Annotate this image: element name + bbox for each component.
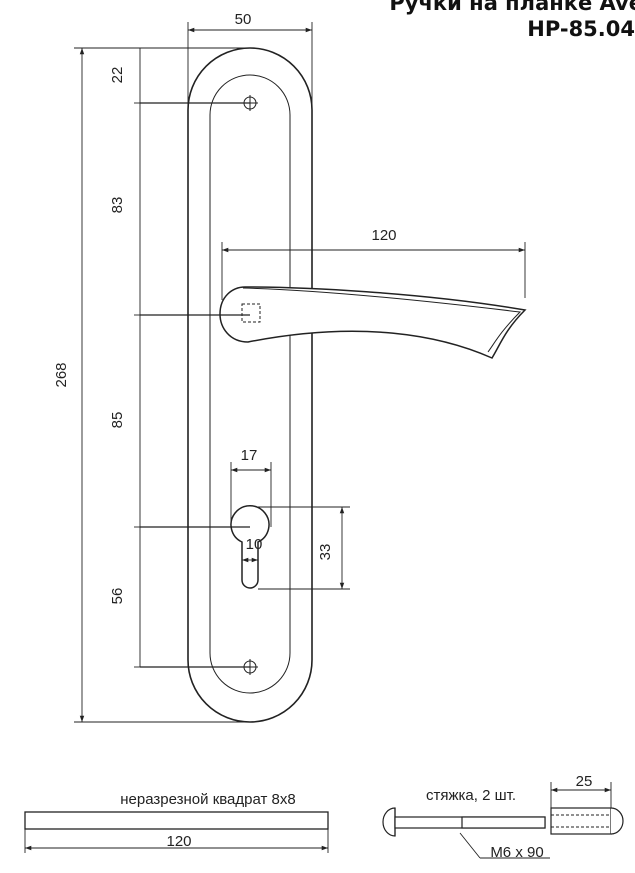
title-line-1: Ручки на планке Ave bbox=[389, 0, 635, 15]
dim-top-to-hole: 22 bbox=[109, 67, 126, 84]
title-line-2: HP-85.04 bbox=[527, 17, 635, 41]
dim-plate-width: 50 bbox=[235, 11, 252, 28]
dim-cylinder-slot: 10 bbox=[246, 536, 263, 553]
dim-handle-to-cylinder: 85 bbox=[109, 412, 126, 429]
backplate bbox=[187, 47, 313, 723]
dim-cylinder-height: 33 bbox=[317, 544, 334, 561]
dim-total-height: 268 bbox=[53, 362, 70, 387]
dim-lever-length: 120 bbox=[371, 227, 396, 244]
bolt-screw bbox=[382, 807, 550, 859]
spindle-length: 120 bbox=[166, 833, 191, 850]
dim-cylinder-to-hole: 56 bbox=[109, 588, 126, 605]
bolt-size: М6 х 90 bbox=[490, 844, 543, 861]
sleeve-length: 25 bbox=[576, 773, 593, 790]
dimension-lines bbox=[74, 22, 526, 723]
spindle-bar bbox=[24, 811, 329, 853]
bolt-label: стяжка, 2 шт. bbox=[426, 787, 516, 804]
lever-handle bbox=[219, 286, 527, 359]
dim-cylinder-width: 17 bbox=[241, 447, 258, 464]
bolt-sleeve bbox=[550, 782, 624, 835]
spindle-label: неразрезной квадрат 8х8 bbox=[120, 791, 295, 808]
dim-hole-to-handle: 83 bbox=[109, 197, 126, 214]
